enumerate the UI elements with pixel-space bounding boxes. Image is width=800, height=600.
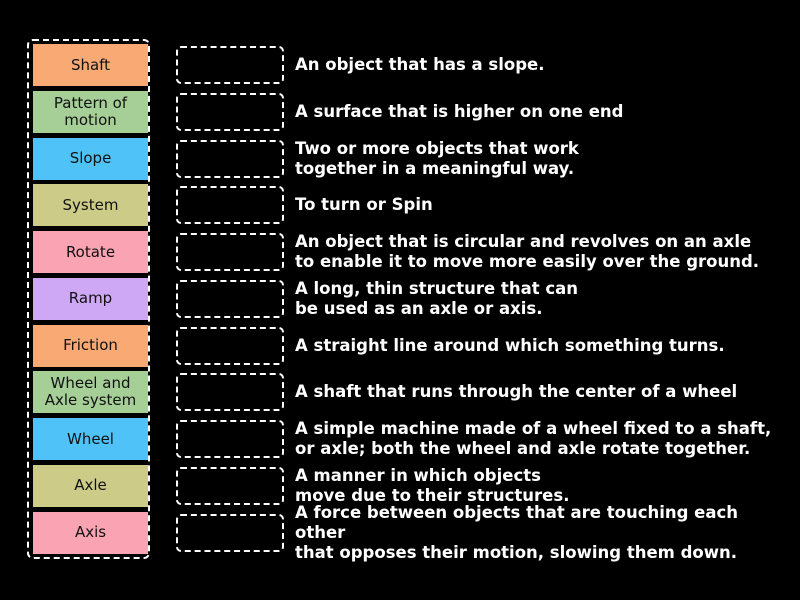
draggable-tile[interactable]: System [33, 184, 148, 227]
drop-slot[interactable] [176, 139, 284, 178]
definition-text: A manner in which objects move due to th… [295, 465, 570, 505]
tile-label: Axis [74, 523, 107, 541]
definition-text: A force between objects that are touchin… [295, 502, 739, 562]
drop-slot[interactable] [176, 373, 284, 412]
tile-label: Rotate [65, 242, 116, 261]
definition-text: To turn or Spin [295, 195, 433, 215]
drop-slot[interactable] [176, 233, 284, 271]
draggable-tile[interactable]: Wheel and Axle system [33, 371, 148, 414]
definition-text: An object that is circular and revolves … [295, 232, 760, 271]
tile-label: Axle [74, 476, 107, 495]
drop-slot[interactable] [176, 92, 284, 131]
definition-text: A simple machine made of a wheel fixed t… [295, 419, 772, 458]
tile-label: System [62, 195, 119, 214]
draggable-tile[interactable]: Shaft [33, 44, 148, 86]
drop-slot[interactable] [176, 466, 284, 505]
tile-label: Shaft [70, 55, 111, 74]
draggable-tile[interactable]: Axle [33, 464, 148, 507]
draggable-tile[interactable]: Rotate [33, 231, 148, 273]
drop-slot[interactable] [176, 513, 284, 552]
tile-label: Friction [63, 336, 118, 354]
draggable-tile[interactable]: Slope [33, 137, 148, 180]
draggable-tile[interactable]: Wheel [33, 418, 148, 460]
draggable-tile[interactable]: Ramp [33, 277, 148, 320]
drop-slot[interactable] [176, 420, 284, 458]
definition-text: An object that has a slope. [295, 55, 545, 74]
tile-label: Ramp [68, 289, 113, 308]
drop-slot[interactable] [176, 326, 284, 365]
tile-label: Pattern of motion [53, 93, 128, 129]
drop-slot[interactable] [176, 46, 284, 84]
definition-text: A long, thin structure that can be used … [295, 278, 578, 318]
draggable-tile[interactable]: Axis [33, 511, 148, 554]
definition-text: A surface that is higher on one end [295, 101, 624, 121]
tile-label: Wheel and Axle system [44, 374, 137, 410]
definition-text: A straight line around which something t… [295, 335, 725, 355]
drop-slot[interactable] [176, 186, 284, 225]
drop-slot[interactable] [176, 279, 284, 318]
tile-label: Slope [69, 149, 112, 167]
draggable-tile[interactable]: Pattern of motion [33, 90, 148, 133]
tile-label: Wheel [67, 429, 114, 448]
draggable-tile[interactable]: Friction [33, 324, 148, 367]
definition-text: A shaft that runs through the center of … [295, 382, 738, 402]
definition-text: Two or more objects that work together i… [295, 138, 579, 178]
